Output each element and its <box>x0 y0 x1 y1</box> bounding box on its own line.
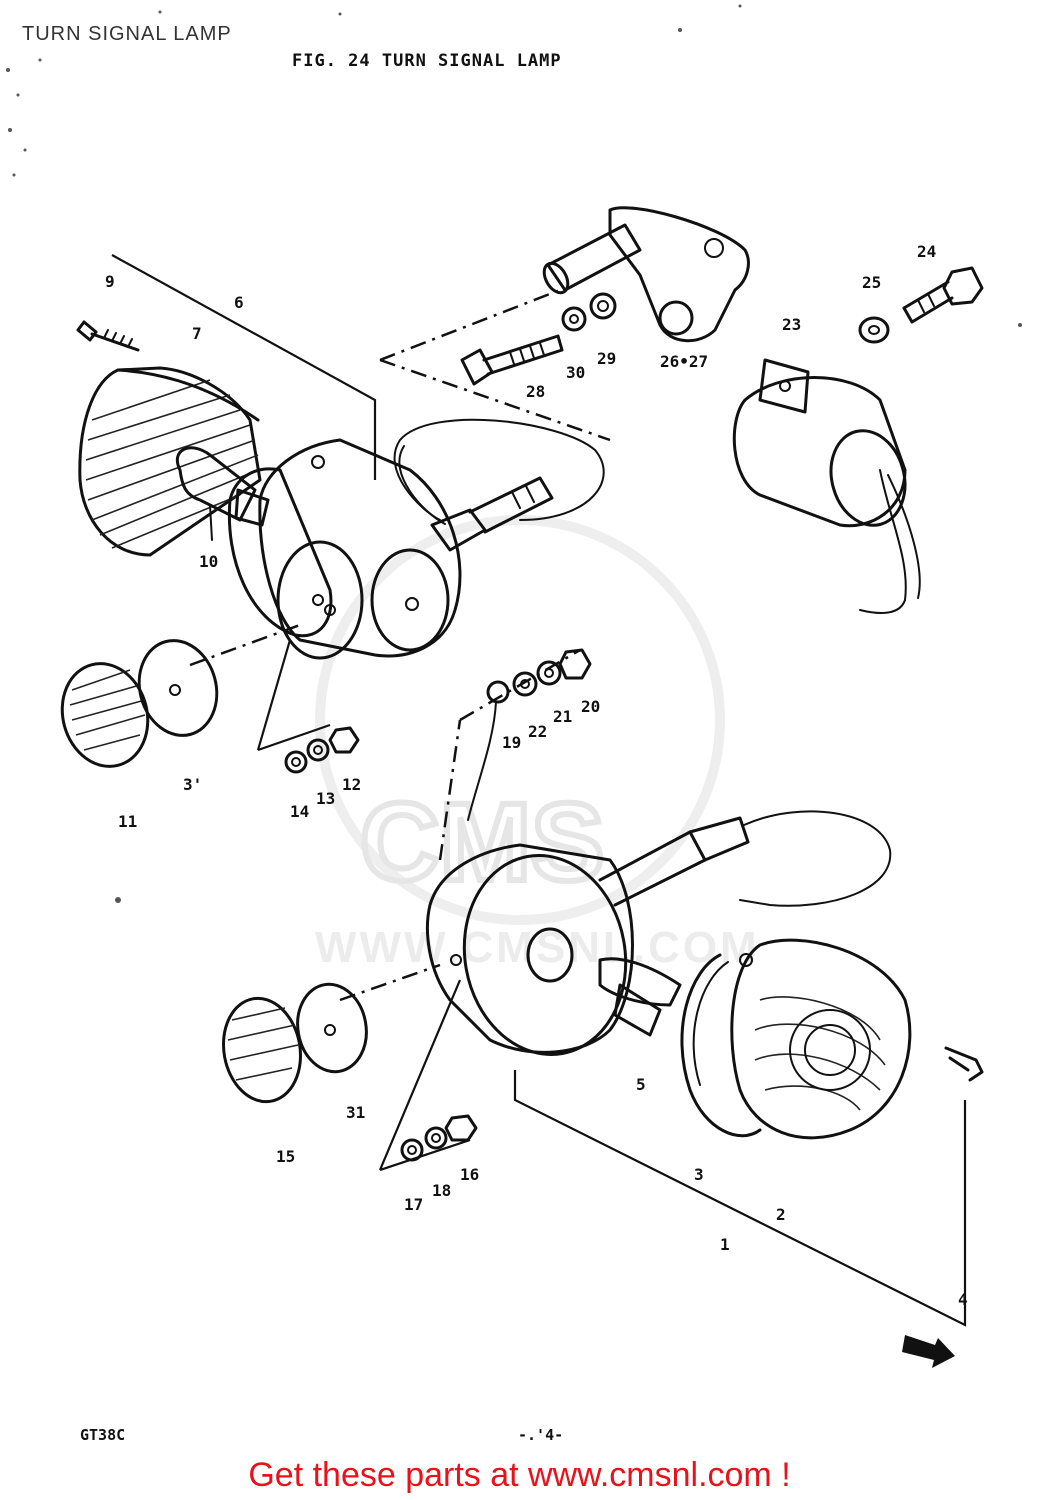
upper-lens-7 <box>78 366 262 557</box>
callout-3: 3 <box>694 1165 704 1184</box>
flasher-relay-23 <box>732 358 921 614</box>
callout-6: 6 <box>234 293 244 312</box>
callout-18: 18 <box>432 1181 451 1200</box>
callout-1: 1 <box>720 1235 730 1254</box>
callout-5: 5 <box>636 1075 646 1094</box>
callout-20: 20 <box>581 697 600 716</box>
callout-9: 9 <box>105 272 115 291</box>
screw-9 <box>76 320 140 352</box>
callout-14: 14 <box>290 802 309 821</box>
mount-bracket <box>379 206 750 442</box>
callout-7: 7 <box>192 324 202 343</box>
upper-reflector-11 <box>60 662 150 768</box>
callout-13: 13 <box>316 789 335 808</box>
callout-22: 22 <box>528 722 547 741</box>
callout-11: 11 <box>118 812 137 831</box>
upper-lamp-assembly <box>60 254 605 861</box>
lower-washer-31 <box>296 982 368 1074</box>
callout-labels: 9 6 7 10 11 3' 14 13 12 19 22 21 20 28 3… <box>105 242 968 1309</box>
watermark-url: WWW.CMSNL.COM <box>315 923 760 972</box>
page-number: -.'4- <box>518 1426 563 1444</box>
callout-30: 30 <box>566 363 585 382</box>
promo-banner[interactable]: Get these parts at www.cmsnl.com ! <box>248 1456 791 1494</box>
lower-nut-set <box>378 979 478 1172</box>
callout-4: 4 <box>958 1290 968 1309</box>
callout-25: 25 <box>862 273 881 292</box>
callout-21: 21 <box>553 707 572 726</box>
callout-15: 15 <box>276 1147 295 1166</box>
callout-17: 17 <box>404 1195 423 1214</box>
upper-washer-31 <box>137 639 219 737</box>
upper-terminal-set <box>438 648 592 861</box>
callout-16: 16 <box>460 1165 479 1184</box>
watermark: CMS WWW.CMSNL.COM <box>315 515 760 972</box>
upper-nut-set <box>256 639 360 774</box>
callout-12: 12 <box>342 775 361 794</box>
lower-reflector-15 <box>222 996 302 1104</box>
callout-31-lower: 31 <box>346 1103 365 1122</box>
upper-housing <box>258 438 554 660</box>
callout-28: 28 <box>526 382 545 401</box>
scan-noise <box>6 4 1022 903</box>
upper-bulb-10 <box>175 446 270 541</box>
callout-19: 19 <box>502 733 521 752</box>
callout-10: 10 <box>199 552 218 571</box>
bolt-24 <box>902 266 984 324</box>
callout-2: 2 <box>776 1205 786 1224</box>
callout-26-27: 26•27 <box>660 352 708 371</box>
model-code: GT38C <box>80 1426 125 1444</box>
washer-25 <box>858 316 890 344</box>
callout-23: 23 <box>782 315 801 334</box>
lower-lamp-assembly <box>222 810 984 1327</box>
bolt-28 <box>460 334 564 386</box>
callout-24: 24 <box>917 242 936 261</box>
callout-29: 29 <box>597 349 616 368</box>
figure-title: FIG. 24 TURN SIGNAL LAMP <box>292 51 562 71</box>
callout-31-upper: 3' <box>183 775 202 794</box>
corner-title: TURN SIGNAL LAMP <box>22 23 232 45</box>
forward-arrow-icon <box>902 1335 955 1368</box>
